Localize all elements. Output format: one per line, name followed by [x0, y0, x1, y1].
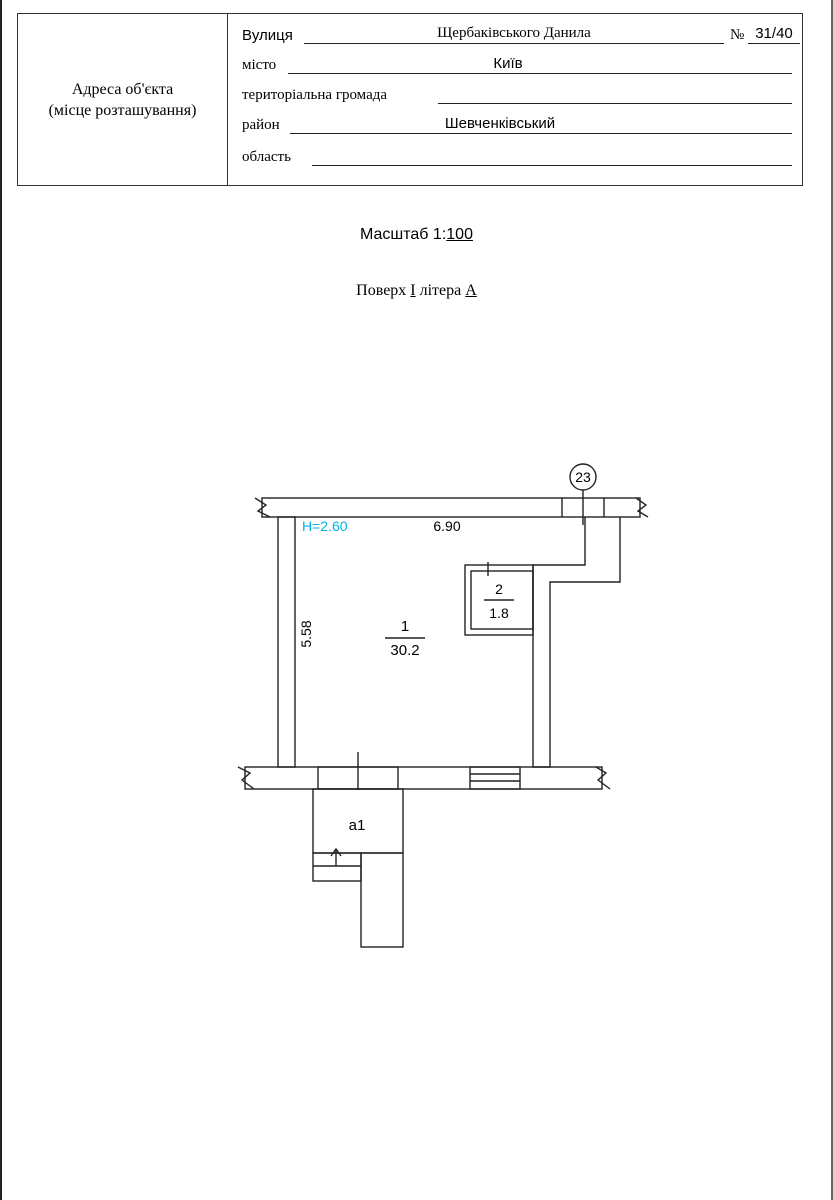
city-label: місто: [242, 57, 277, 73]
community-row: територіальна громада: [242, 82, 794, 106]
number-label: №: [730, 27, 745, 43]
floor-number: I: [410, 282, 416, 299]
room-2-inner: [470, 570, 534, 630]
room-1-area: 30.2: [390, 642, 419, 659]
street-label: Вулиця: [242, 27, 293, 44]
ramp: [360, 852, 404, 948]
address-caption: Адреса об'єкта (місце розташування): [18, 14, 228, 185]
street-underline: [304, 43, 724, 44]
scale-prefix: Масштаб 1:: [360, 226, 447, 243]
entry-arrow-head: [330, 847, 342, 857]
district-value: Шевченківський: [444, 115, 556, 132]
street-row: Вулиця Щербаківського Данила № 31/40: [242, 22, 802, 46]
city-value: Київ: [493, 55, 523, 72]
page-border: [831, 0, 833, 1200]
annex-label: а1: [349, 817, 366, 834]
axis-marker-circle: [569, 463, 597, 491]
width-dimension: 6.90: [433, 518, 460, 534]
street-value: Щербаківського Данила: [437, 25, 591, 41]
bottom-wall: [244, 766, 603, 790]
break-mark: [254, 497, 271, 518]
district-label: район: [242, 117, 280, 133]
region-label: область: [242, 149, 291, 165]
axis-marker-label: 23: [575, 469, 591, 485]
room-2-number: 2: [495, 581, 503, 597]
community-underline: [438, 103, 792, 104]
page-border: [0, 0, 2, 1200]
break-mark: [635, 497, 649, 518]
left-wall: [277, 516, 296, 768]
address-table: Адреса об'єкта (місце розташування) Вули…: [17, 13, 803, 186]
break-mark: [237, 766, 255, 790]
district-row: район Шевченківський: [242, 112, 794, 136]
room-2-area: 1.8: [489, 605, 509, 621]
floor-prefix: Поверх: [356, 282, 411, 299]
address-caption-line1: Адреса об'єкта: [71, 80, 174, 98]
number-underline: [748, 43, 800, 44]
floor-middle: літера: [415, 282, 466, 299]
break-mark: [595, 766, 611, 790]
address-caption-line2: (місце розташування): [48, 101, 197, 119]
right-wall: [532, 517, 621, 768]
floor-letter: А: [465, 282, 477, 299]
number-value: 31/40: [755, 25, 793, 42]
region-underline: [312, 165, 792, 166]
city-underline: [288, 73, 792, 74]
city-row: місто Київ: [242, 52, 794, 76]
region-row: область: [242, 144, 794, 168]
room-1-number: 1: [401, 618, 409, 635]
porch-steps: [312, 852, 362, 882]
scale-caption: Масштаб 1:100: [0, 226, 833, 244]
floor-caption: Поверх I літера А: [0, 282, 833, 300]
height-label: H=2.60: [302, 518, 348, 534]
community-label: територіальна громада: [242, 87, 388, 103]
scale-value: 100: [446, 226, 473, 243]
district-underline: [290, 133, 792, 134]
floor-plan: 23 H=2.60 6.90 5.58 1 30.2 2 1.8 а1: [237, 463, 649, 948]
depth-dimension: 5.58: [298, 620, 314, 647]
window-opening: [469, 766, 521, 790]
